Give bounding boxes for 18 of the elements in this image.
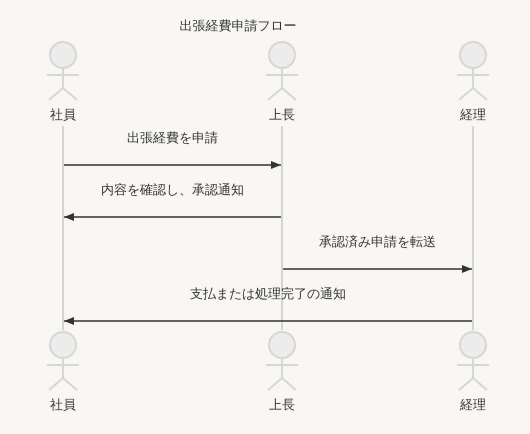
actor-label: 社員 — [49, 108, 77, 124]
actor-label: 上長 — [268, 108, 296, 124]
actor-label: 経理 — [459, 108, 487, 124]
message-label: 出張経費を申請 — [126, 131, 219, 147]
message-arrow — [283, 265, 472, 273]
message-arrow — [64, 213, 281, 221]
lifeline — [472, 126, 474, 330]
actor-label: 経理 — [459, 398, 487, 414]
lifeline — [281, 126, 283, 330]
lifeline — [62, 126, 64, 330]
message-arrow — [64, 317, 472, 325]
actor-label: 上長 — [268, 398, 296, 414]
message-label: 内容を確認し、承認通知 — [100, 183, 245, 199]
title: 出張経費申請フロー — [178, 18, 298, 35]
message-arrow — [64, 161, 281, 169]
message-label: 支払または処理完了の通知 — [189, 287, 347, 303]
actor-label: 社員 — [49, 398, 77, 414]
message-label: 承認済み申請を転送 — [318, 235, 437, 251]
